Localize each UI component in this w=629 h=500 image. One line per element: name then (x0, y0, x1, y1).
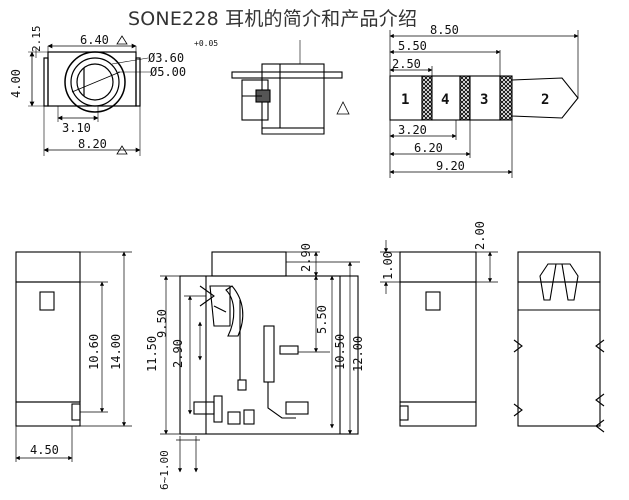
contact-3: 3 (480, 92, 488, 108)
dim-2.15: 2.15 (30, 26, 43, 53)
bottom-right-view-b (513, 251, 605, 433)
front-view-top (28, 35, 152, 156)
bottom-left-labels: 10.60 14.00 4.50 (30, 334, 123, 457)
bottom-left-view (15, 251, 132, 462)
bottom-right-view-a (380, 240, 498, 427)
dim-8.50: 8.50 (430, 23, 459, 37)
dim-6-1.00: 6~1.00 (158, 450, 171, 490)
dim-5.50: 5.50 (398, 39, 427, 53)
dim-9.50: 9.50 (155, 309, 169, 338)
plug-section-1 (389, 75, 423, 121)
dim-4.50: 4.50 (30, 443, 59, 457)
plug-section-4 (431, 75, 461, 121)
side-view-top (231, 40, 350, 135)
diagram-title: SONE228 耳机的简介和产品介绍 (128, 8, 418, 30)
dim-9.20: 9.20 (436, 159, 465, 173)
dim-dia-5.00: Ø5.00 (150, 65, 186, 79)
dim-3.20: 3.20 (398, 123, 427, 137)
dim-2.00: 2.00 (473, 221, 487, 250)
dim-4.00: 4.00 (9, 69, 23, 98)
dim-2.90-top: 2.90 (299, 243, 313, 272)
dim-6.40: 6.40 (80, 33, 109, 47)
dim-dia-3.60: Ø3.60 (148, 51, 184, 65)
contact-2: 2 (541, 92, 549, 108)
dim-10.60: 10.60 (87, 334, 101, 370)
plug-labels: 8.50 5.50 2.50 3.20 6.20 9.20 1 4 3 2 (392, 23, 549, 173)
dim-5.50: 5.50 (315, 305, 329, 334)
plug-drawing (389, 30, 579, 178)
dim-8.20: 8.20 (78, 137, 107, 151)
dim-6.20: 6.20 (414, 141, 443, 155)
dim-1.00: 1.00 (381, 251, 395, 280)
contact-1: 1 (401, 92, 409, 108)
contact-4: 4 (441, 92, 449, 108)
dim-14.00: 14.00 (109, 334, 123, 370)
dim-2.90-left: 2.90 (171, 339, 185, 368)
dim-12.00: 12.00 (351, 336, 365, 372)
dim-3.10: 3.10 (62, 121, 91, 135)
dim-10.50: 10.50 (333, 334, 347, 370)
dim-tolerance: +0.05 (194, 39, 218, 48)
bottom-middle-view (160, 251, 360, 473)
front-view-labels: 6.40 2.15 4.00 3.10 8.20 Ø3.60 Ø5.00 +0.… (9, 26, 218, 152)
plug-tip-2 (511, 77, 579, 119)
dim-2.50: 2.50 (392, 57, 421, 71)
bottom-middle-labels: 11.50 9.50 2.90 2.90 5.50 10.50 12.00 6~… (145, 243, 365, 490)
plug-section-3 (469, 75, 501, 121)
bottom-right-labels: 1.00 2.00 (381, 221, 487, 280)
dim-11.50: 11.50 (145, 336, 159, 372)
